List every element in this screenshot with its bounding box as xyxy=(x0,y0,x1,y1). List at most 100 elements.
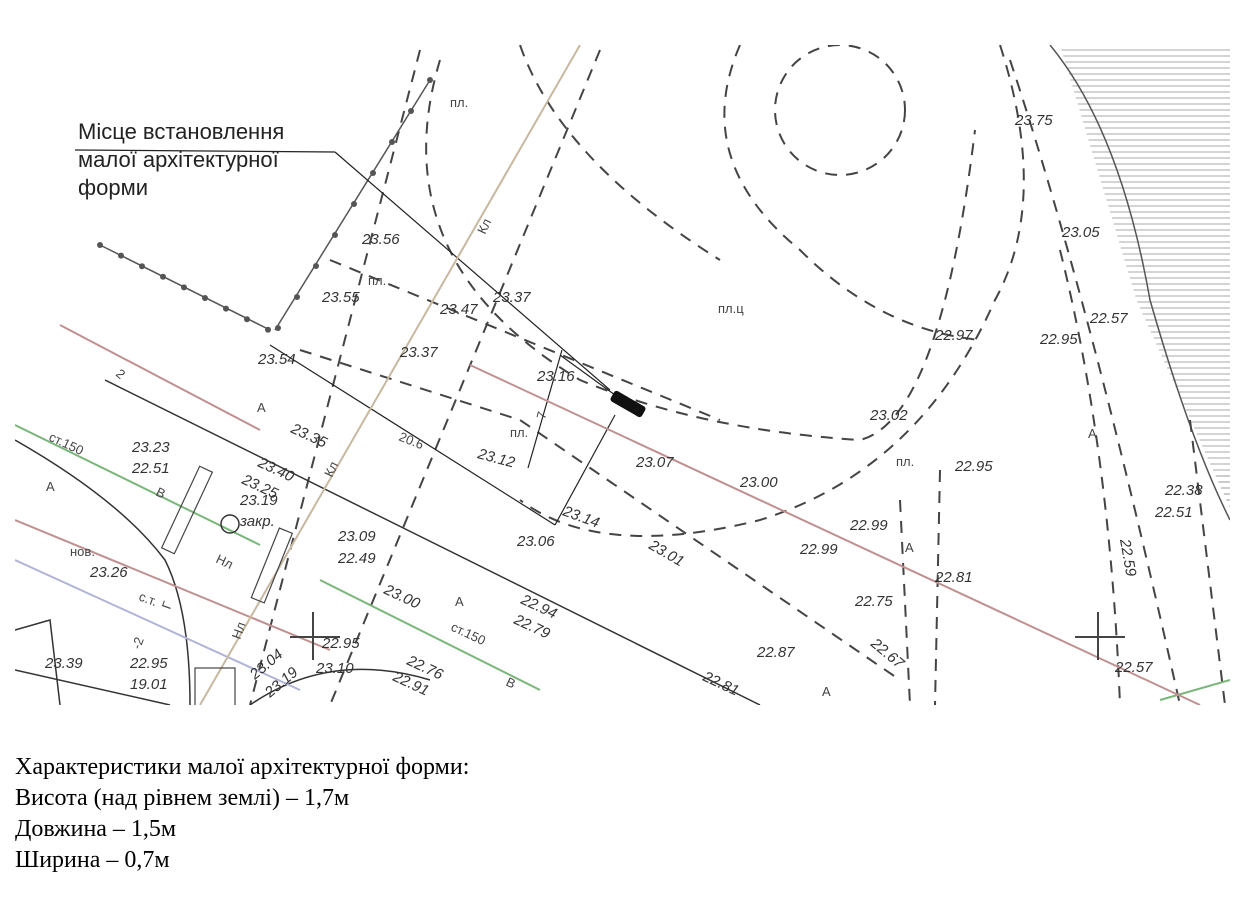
elevation-label: 22.95 xyxy=(129,655,168,672)
fence-post xyxy=(351,201,357,207)
manhole-icon xyxy=(220,514,240,534)
crosswalks xyxy=(160,465,294,705)
architectural-form-marker xyxy=(610,390,646,418)
elevation-label: 23.00 xyxy=(380,581,423,613)
elevation-label: 22.97 xyxy=(934,327,973,344)
map-symbol: Г xyxy=(159,599,176,611)
callout-line: Місце встановлення xyxy=(78,119,285,144)
fence-post xyxy=(275,325,281,331)
fence-post xyxy=(294,294,300,300)
elevation-label: 23.47 xyxy=(439,301,478,318)
elevation-label: 22.57 xyxy=(1114,659,1153,676)
map-symbol: В xyxy=(504,674,518,691)
characteristics: Характеристики малої архітектурної форми… xyxy=(15,752,469,876)
map-symbol: 2 xyxy=(113,366,128,382)
height-spec: Висота (над рівнем землі) – 1,7м xyxy=(15,785,350,811)
width-spec: Ширина – 0,7м xyxy=(15,847,170,873)
map-symbol: пл. xyxy=(510,425,528,440)
map-symbol: пл.ц xyxy=(718,301,744,316)
map-symbol: A xyxy=(455,594,464,609)
elevation-label: 23.19 xyxy=(239,492,278,509)
elevation-label: 23.01 xyxy=(645,536,687,570)
fence-post xyxy=(332,232,338,238)
elevation-label: закр. xyxy=(239,513,275,530)
fence-post xyxy=(202,295,208,301)
elevation-label: 22.38 xyxy=(1164,482,1203,499)
elevation-label: 22.95 xyxy=(321,635,360,652)
map-symbol: A xyxy=(905,540,914,555)
elevation-label: 23.39 xyxy=(44,655,83,672)
fence-post xyxy=(223,305,229,312)
map-symbol: пл. xyxy=(896,454,914,469)
elevation-label: 19.01 xyxy=(130,676,168,693)
elevation-label: 23.16 xyxy=(536,368,575,385)
elevation-label: 23.14 xyxy=(560,502,602,531)
map-symbol: A xyxy=(257,400,266,415)
callout-line: малої архітектурної xyxy=(78,147,279,172)
fence-post xyxy=(97,242,103,248)
elevation-label: 23.37 xyxy=(399,344,438,361)
elevation-label: 23.55 xyxy=(321,289,360,306)
fence-post xyxy=(313,263,319,269)
map-symbol: A xyxy=(1088,426,1097,441)
fence-post xyxy=(160,273,166,280)
elevation-label: 23.02 xyxy=(869,407,908,424)
elevation-label: 22.81 xyxy=(934,569,973,586)
elevation-label: 23.09 xyxy=(337,528,376,545)
fence-post xyxy=(139,263,145,270)
elevation-label: 22.95 xyxy=(1039,331,1078,348)
fence-post xyxy=(181,284,187,291)
elevation-label: 22.95 xyxy=(954,458,993,475)
map-symbol: пл. xyxy=(450,95,468,110)
map-symbol: A xyxy=(46,479,55,494)
placement-callout: Місце встановлення малої архітектурної ф… xyxy=(78,118,284,202)
road-edges xyxy=(15,379,761,705)
elevation-label: 22.51 xyxy=(1154,504,1193,521)
elevation-label: 22.67 xyxy=(867,634,908,672)
map-symbol: Кл xyxy=(321,459,341,479)
elevation-label: 22.59 xyxy=(1116,537,1140,579)
map-symbol: ст.150 xyxy=(47,429,86,458)
elevation-label: 22.75 xyxy=(854,593,893,610)
fence-post xyxy=(118,252,124,259)
characteristics-title: Характеристики малої архітектурної форми… xyxy=(15,754,470,780)
elevation-label: 23.12 xyxy=(475,445,517,472)
dashed-curbs xyxy=(249,45,1226,705)
topographic-map: 23.56 23.55 23.54 23.47 23.37 23.37 23.16 23.12… xyxy=(15,45,1230,705)
site-outline xyxy=(74,149,616,526)
elevation-label: 22.57 xyxy=(1089,310,1128,327)
slope-hatching xyxy=(1049,45,1230,521)
elevation-label: 23.26 xyxy=(89,564,128,581)
elevation-label: 22.99 xyxy=(799,541,838,558)
map-symbol: ст.150 xyxy=(449,619,488,648)
elevation-label: 23.00 xyxy=(739,474,778,491)
map-symbol: с.т. xyxy=(137,589,159,609)
elevation-label: 23.75 xyxy=(1014,112,1053,129)
utility-lines xyxy=(15,45,1230,705)
elevation-label: 23.54 xyxy=(257,351,296,368)
elevation-label: 23.37 xyxy=(492,289,531,306)
fence-post xyxy=(265,326,271,333)
elevation-label: 23.07 xyxy=(635,454,674,471)
length-spec: Довжина – 1,5м xyxy=(15,816,177,842)
elevation-label: 23.23 xyxy=(131,439,170,456)
elevation-label: 22.49 xyxy=(337,550,376,567)
map-symbol: Кл xyxy=(474,216,494,236)
fence-post xyxy=(427,77,433,83)
fence-post xyxy=(389,139,395,145)
map-symbol: нов. xyxy=(70,544,95,559)
elevation-label: 23.10 xyxy=(315,660,354,677)
elevation-label: 22.87 xyxy=(756,644,795,661)
fence-post xyxy=(370,170,376,176)
map-symbol: Нл xyxy=(229,620,249,641)
elevation-label: 23.56 xyxy=(361,231,400,248)
elevation-label: 22.99 xyxy=(849,517,888,534)
dimension-length: 20.6 xyxy=(397,429,426,452)
fence-post xyxy=(244,316,250,323)
map-symbol: Нл xyxy=(214,551,236,572)
elevation-label: 22.51 xyxy=(131,460,170,477)
benchmark-crosses xyxy=(290,612,1125,660)
elevation-label: 23.05 xyxy=(1061,224,1100,241)
fence-post xyxy=(408,108,414,114)
elevation-label: 23.06 xyxy=(516,533,555,550)
